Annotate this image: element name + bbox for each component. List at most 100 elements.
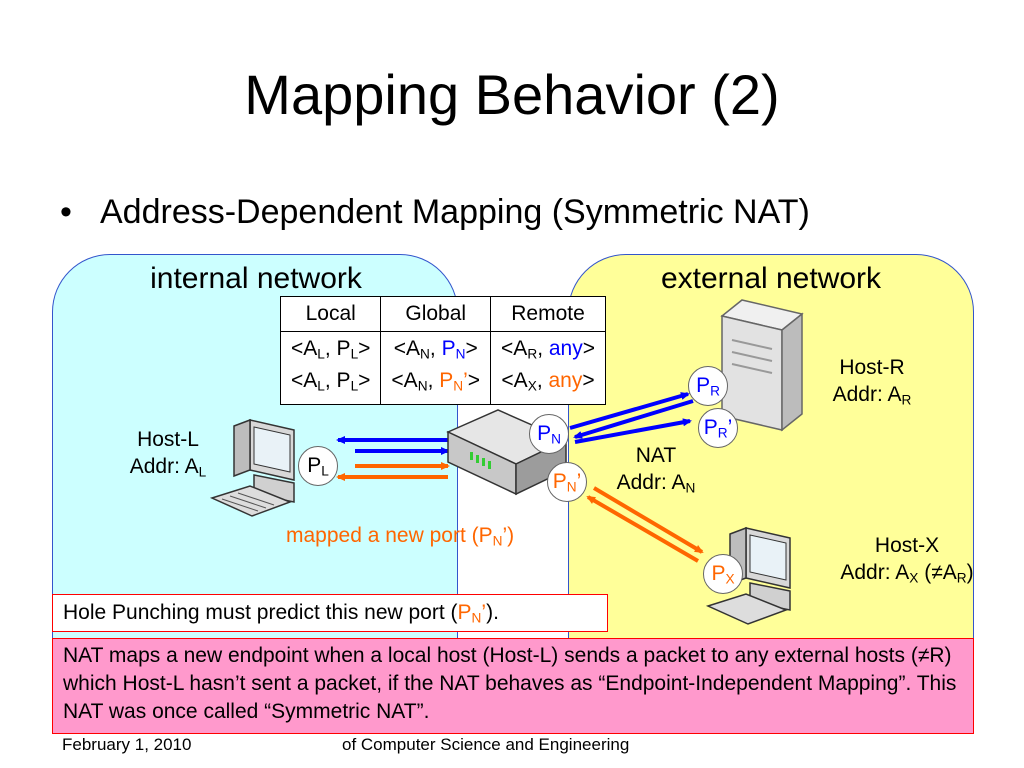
port-subscript: N: [551, 431, 561, 447]
port-px: PX: [703, 554, 743, 594]
port-pr: PR: [688, 366, 728, 406]
host-address: Addr: AR: [810, 381, 934, 413]
note-text: ).: [486, 601, 499, 624]
orange-flow-arrows: [336, 462, 704, 563]
note-text: Hole Punching must predict this new port…: [63, 601, 458, 624]
table-row: <AL, PL> <AL, PL> <AN, PN> <AN, PN’> <AR…: [279, 331, 606, 405]
port-subscript: L: [321, 463, 329, 479]
cell-subscript: N: [417, 378, 428, 394]
hole-punching-note: Hole Punching must predict this new port…: [52, 594, 608, 632]
cell-subscript: N: [420, 346, 430, 362]
cell-text: , P: [324, 369, 351, 393]
port-text: ’: [576, 470, 582, 493]
host-name: Host-L: [137, 428, 199, 451]
mapping-entry: <AX, any>: [501, 369, 595, 394]
internal-network-label: internal network: [150, 262, 362, 295]
cell-subscript: L: [317, 378, 325, 394]
column-header-remote: Remote: [490, 296, 606, 332]
cell-text: <A: [291, 369, 318, 393]
address-text: ): [966, 561, 974, 584]
desktop-computer-icon: [209, 418, 295, 517]
host-name: Host-R: [839, 356, 905, 379]
cell-text: ,: [429, 337, 442, 360]
cell-subscript: N: [455, 346, 466, 362]
server-icon: [720, 299, 804, 432]
cell-text: <A: [391, 369, 418, 393]
cell-subscript: L: [350, 346, 359, 362]
port-text: P: [696, 374, 711, 397]
address-subscript: X: [909, 570, 919, 586]
address-text: Addr: A: [832, 383, 902, 406]
cell-text: ,: [427, 369, 440, 393]
bullet-text: Address-Dependent Mapping (Symmetric NAT…: [100, 193, 810, 231]
cell-text: >: [467, 369, 481, 393]
cell-text: >: [582, 337, 595, 360]
port-text: P: [552, 470, 567, 493]
remote-port-value: any: [548, 337, 583, 360]
note-subscript: N: [492, 533, 503, 549]
column-header-local: Local: [279, 296, 382, 332]
local-endpoint-cell: <AL, PL> <AL, PL>: [279, 331, 382, 405]
mapping-entry: <AR, any>: [501, 337, 595, 361]
mapping-entry: <AN, PN>: [393, 337, 478, 362]
nat-label: NAT Addr: AN: [594, 442, 718, 501]
cell-text: <A: [393, 337, 421, 360]
cell-text: P: [439, 369, 454, 393]
port-subscript: N: [566, 479, 577, 495]
address-subscript: L: [198, 464, 207, 480]
cell-text: ,: [537, 337, 549, 360]
column-header-global: Global: [380, 296, 492, 332]
port-subscript: R: [710, 383, 720, 399]
footer-date: February 1, 2010: [62, 735, 192, 754]
host-name: NAT: [635, 444, 677, 467]
nat-mapping-table: Local Global Remote <AL, PL> <AL, PL> <A…: [279, 296, 606, 405]
port-text: ’: [727, 416, 733, 439]
cell-text: <A: [291, 337, 318, 360]
mapping-entry: <AL, PL>: [291, 369, 371, 394]
cell-text: >: [358, 369, 371, 393]
port-text: P: [537, 422, 552, 445]
port-highlight: PN’: [439, 369, 468, 394]
remote-endpoint-cell: <AR, any> <AX, any>: [490, 331, 606, 405]
port-text: P: [703, 416, 718, 439]
cell-subscript: X: [527, 378, 537, 394]
port-pn: PN: [529, 414, 569, 454]
global-endpoint-cell: <AN, PN> <AN, PN’>: [380, 331, 492, 405]
host-address: Addr: AL: [108, 453, 228, 485]
cell-text: ,: [536, 369, 549, 393]
address-subscript: R: [901, 392, 912, 408]
port-pl: PL: [298, 446, 338, 486]
mapping-entry: <AN, PN’>: [391, 369, 481, 394]
cell-text: , P: [324, 337, 351, 360]
cell-subscript: L: [350, 378, 359, 394]
cell-subscript: N: [453, 378, 464, 394]
cell-subscript: L: [317, 346, 325, 362]
blue-flow-arrows: [336, 392, 694, 455]
port-pn-prime: PN’: [547, 462, 587, 502]
cell-text: >: [465, 337, 478, 360]
slide-title: Mapping Behavior (2): [244, 63, 780, 126]
port-text: P: [307, 454, 322, 477]
port-highlight: PN’: [458, 601, 487, 626]
port-highlight: PN: [442, 337, 466, 362]
note-subscript: N: [471, 610, 482, 626]
cell-text: ’: [463, 369, 468, 393]
external-network-label: external network: [660, 262, 882, 295]
footer-department: of Computer Science and Engineering: [342, 735, 630, 754]
cell-text: >: [582, 369, 595, 393]
bullet-point: • Address-Dependent Mapping (Symmetric NA…: [60, 190, 810, 234]
address-text: Addr: A: [129, 455, 199, 478]
note-text: mapped a new port (P: [286, 524, 493, 547]
mapped-port-note: mapped a new port (PN’): [286, 524, 514, 548]
cell-text: >: [358, 337, 371, 360]
explanation-box: NAT maps a new endpoint when a local hos…: [52, 638, 974, 734]
host-r-label: Host-R Addr: AR: [810, 354, 934, 413]
cell-text: <A: [501, 337, 528, 360]
port-pr-prime: PR’: [698, 408, 738, 448]
host-x-label: Host-X Addr: AX (≠AR): [812, 532, 1002, 591]
bullet-symbol: •: [60, 193, 72, 231]
address-subscript: R: [956, 570, 967, 586]
table-header-row: Local Global Remote: [279, 296, 606, 332]
note-text: ’: [481, 601, 487, 624]
